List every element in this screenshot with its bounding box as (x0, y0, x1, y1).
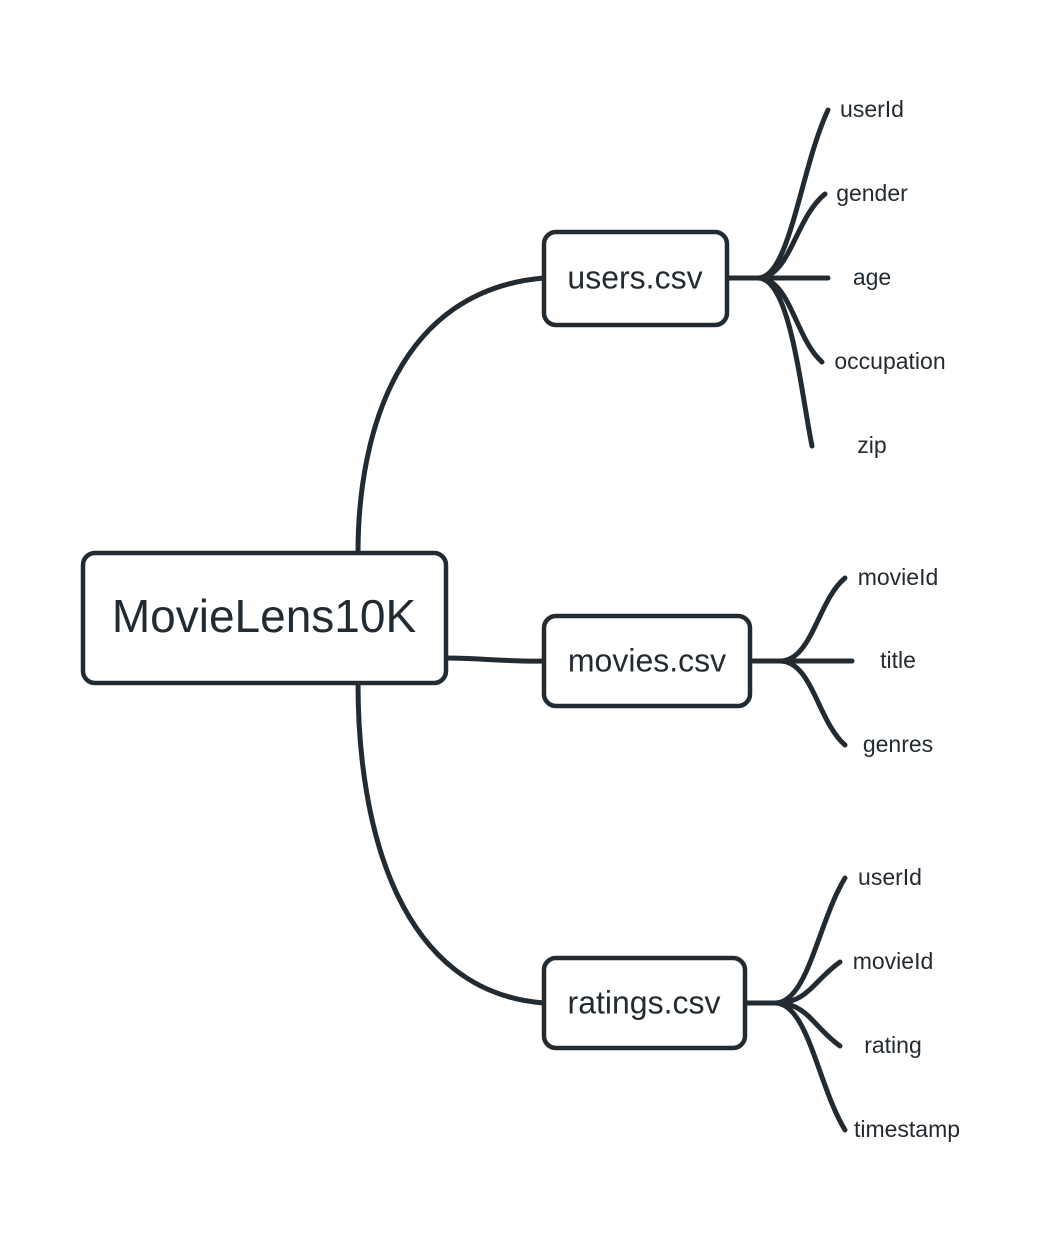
ratings-leaf-edges (742, 875, 848, 1133)
edge-movies-to-movieId (747, 575, 848, 664)
users-node-box[interactable] (541, 229, 730, 328)
leaf-label-users-occupation: occupation (834, 348, 945, 374)
root-node-label: MovieLens10K (112, 590, 417, 642)
movies-leaf-edges (747, 575, 855, 748)
root-branch-edges (355, 275, 547, 1006)
node-movies[interactable]: movies.csv (541, 613, 753, 709)
edge-root-to-users (355, 275, 547, 556)
movies-node-label: movies.csv (568, 642, 726, 678)
ratings-leaf-labels: userId movieId rating timestamp (853, 864, 960, 1142)
node-users[interactable]: users.csv (541, 229, 730, 328)
leaf-label-movies-title: title (880, 647, 916, 673)
leaf-label-users-gender: gender (836, 180, 908, 206)
leaf-label-ratings-movieid: movieId (853, 948, 934, 974)
edge-root-to-ratings (355, 680, 547, 1006)
ratings-node-box[interactable] (541, 955, 748, 1051)
edge-ratings-to-userId (742, 875, 848, 1006)
leaf-label-ratings-userid: userId (858, 864, 922, 890)
edge-users-to-zip (724, 275, 815, 449)
leaf-label-movies-movieid: movieId (858, 564, 939, 590)
users-leaf-labels: userId gender age occupation zip (834, 96, 945, 458)
ratings-node-label: ratings.csv (568, 984, 721, 1020)
users-leaf-edges (724, 107, 831, 449)
leaf-label-ratings-rating: rating (864, 1032, 922, 1058)
leaf-label-ratings-timestamp: timestamp (854, 1116, 960, 1142)
leaf-label-movies-genres: genres (863, 731, 933, 757)
leaf-label-users-zip: zip (857, 432, 886, 458)
movies-node-box[interactable] (541, 613, 753, 709)
root-node-box[interactable] (80, 550, 449, 686)
node-root[interactable]: MovieLens10K (80, 550, 449, 686)
leaf-label-users-userid: userId (840, 96, 904, 122)
users-node-label: users.csv (567, 259, 702, 295)
leaf-label-users-age: age (853, 264, 891, 290)
edge-users-to-userId (724, 107, 831, 281)
edge-movies-to-genres (747, 658, 848, 748)
edge-root-to-movies (443, 655, 547, 664)
edge-ratings-to-timestamp (742, 1000, 848, 1133)
node-ratings[interactable]: ratings.csv (541, 955, 748, 1051)
movies-leaf-labels: movieId title genres (858, 564, 939, 757)
